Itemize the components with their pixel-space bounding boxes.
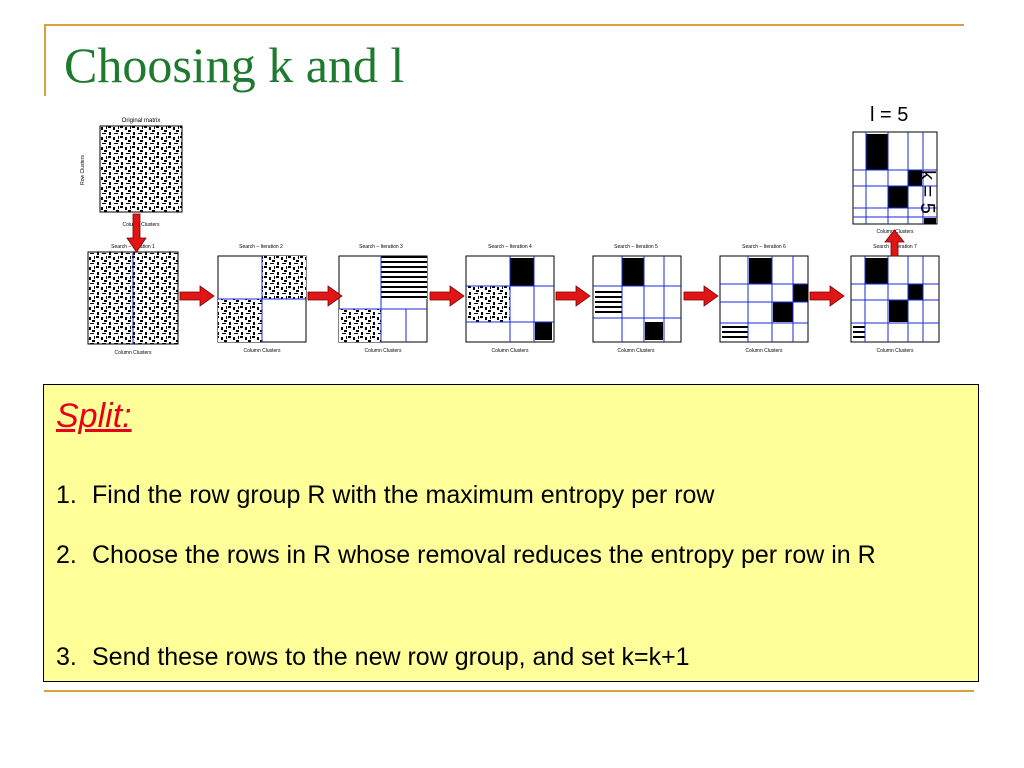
coclustering-diagram: Original matrix Column Clusters Row Clus… xyxy=(0,96,1024,366)
arrow-right-4 xyxy=(555,285,591,307)
l-label: l = 5 xyxy=(870,104,909,126)
step-text: Send these rows to the new row group, an… xyxy=(92,643,690,671)
step-text: Find the row group R with the maximum en… xyxy=(92,481,715,509)
top-rule xyxy=(44,24,964,26)
iteration-2-panel: Search – Iteration 2 Column Clusters xyxy=(217,244,307,354)
iteration-6-xlabel: Column Clusters xyxy=(746,348,783,354)
split-box: Split: 1. Find the row group R with the … xyxy=(43,384,979,682)
diagram-svg: Original matrix Column Clusters Row Clus… xyxy=(80,118,940,356)
bottom-rule xyxy=(44,690,974,692)
arrow-right-6 xyxy=(809,285,845,307)
iteration-4-xlabel: Column Clusters xyxy=(492,348,529,354)
original-matrix-title: Original matrix xyxy=(122,118,161,124)
iteration-4-title: Search – Iteration 4 xyxy=(488,244,532,250)
arrow-right-5 xyxy=(683,285,719,307)
step-number: 1. xyxy=(56,481,77,509)
step-number: 3. xyxy=(56,643,77,671)
iteration-1-xlabel: Column Clusters xyxy=(115,350,152,356)
iteration-6-title: Search – Iteration 6 xyxy=(742,244,786,250)
iteration-4-panel: Search – Iteration 4 Column Clusters xyxy=(465,244,555,354)
original-matrix: Original matrix Column Clusters Row Clus… xyxy=(80,118,183,228)
slide-title: Choosing k and l xyxy=(64,37,405,93)
original-matrix-ylabel: Row Clusters xyxy=(80,155,86,185)
iteration-2-xlabel: Column Clusters xyxy=(244,348,281,354)
arrow-down xyxy=(126,213,147,253)
iteration-5-panel: Search – Iteration 5 Column Clusters xyxy=(592,244,682,354)
original-matrix-plot xyxy=(99,125,183,213)
original-matrix-xlabel: Column Clusters xyxy=(123,222,160,228)
flow-arrows xyxy=(126,213,905,307)
arrow-right-3 xyxy=(429,285,465,307)
iteration-5-title: Search – Iteration 5 xyxy=(614,244,658,250)
iteration-6-panel: Search – Iteration 6 Column Clusters xyxy=(719,244,809,354)
iteration-5-xlabel: Column Clusters xyxy=(618,348,655,354)
arrow-right-1 xyxy=(179,285,215,307)
iteration-1-panel: Search – Iteration 1 Column Clusters xyxy=(87,244,179,356)
left-rule xyxy=(44,24,46,96)
step-text: Choose the rows in R whose removal reduc… xyxy=(92,541,876,569)
split-heading: Split: xyxy=(56,397,132,435)
arrow-right-2 xyxy=(307,285,343,307)
arrow-up xyxy=(884,229,905,257)
iteration-3-xlabel: Column Clusters xyxy=(365,348,402,354)
k-label: k = 5 xyxy=(916,170,938,214)
iteration-3-panel: Search – Iteration 3 Column Clusters xyxy=(338,244,428,354)
iteration-3-title: Search – Iteration 3 xyxy=(359,244,403,250)
iteration-7-xlabel: Column Clusters xyxy=(877,348,914,354)
step-number: 2. xyxy=(56,541,77,569)
iteration-7-panel: Search – Iteration 7 Column Clusters xyxy=(850,244,940,354)
iteration-2-title: Search – Iteration 2 xyxy=(239,244,283,250)
